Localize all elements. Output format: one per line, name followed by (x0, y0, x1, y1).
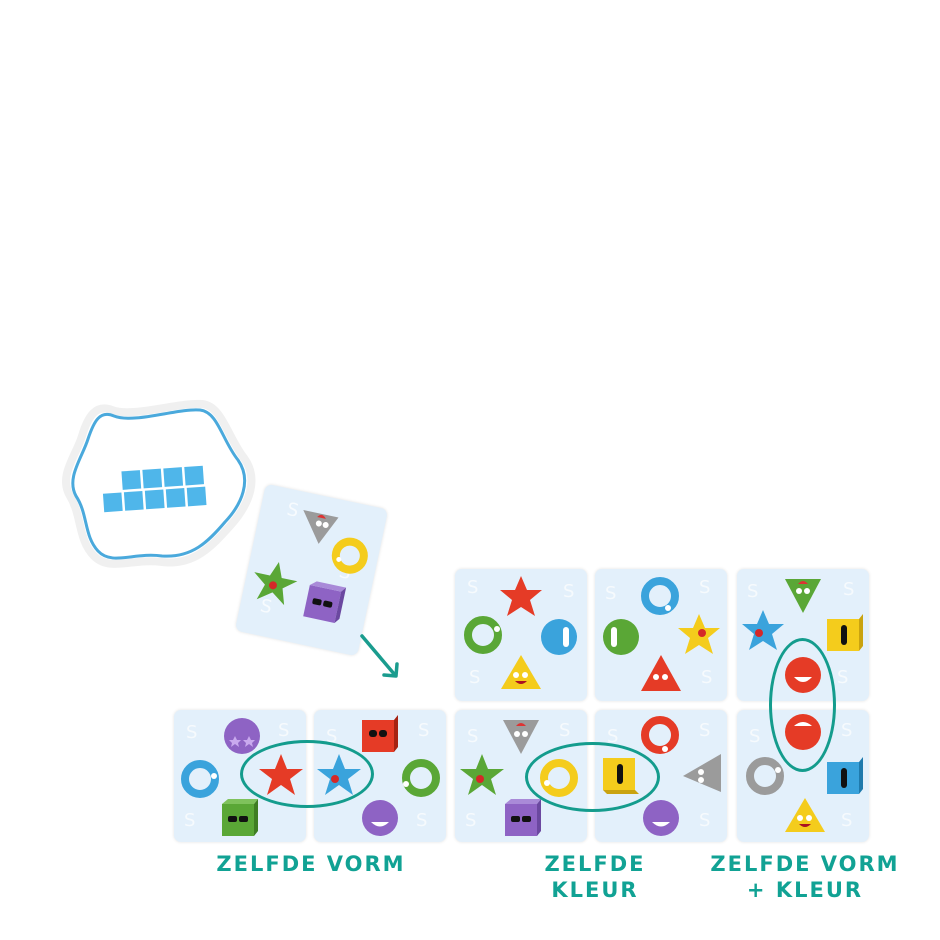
label-same-shape: ZELFDE VORM (216, 852, 406, 876)
match-oval-same-shape-color (769, 638, 836, 772)
squiggle-icon: S (699, 720, 711, 741)
card-top-4[interactable]: S S S (595, 569, 727, 701)
squiggle-icon: S (418, 720, 430, 741)
squiggle-icon: S (278, 720, 290, 741)
drawn-card[interactable]: S S S (234, 483, 389, 657)
green-ring-icon (464, 616, 502, 654)
arrow-down-right-icon (360, 634, 399, 678)
squiggle-icon: S (559, 720, 571, 741)
hexagon-token (61, 396, 258, 574)
purple-cube-icon (505, 799, 541, 836)
yellow-cone-icon (785, 798, 825, 832)
squiggle-icon: S (467, 726, 479, 747)
purple-ball-icon (224, 718, 260, 754)
squiggle-icon: S (701, 667, 713, 688)
squiggle-icon: S (184, 810, 196, 831)
squiggle-icon: S (467, 577, 479, 598)
blue-ring-icon (641, 577, 679, 615)
gray-ring-icon (746, 757, 784, 795)
purple-ball-icon (643, 800, 679, 836)
red-cone-icon (641, 655, 681, 691)
gray-cone-icon (503, 720, 539, 754)
match-oval-same-shape (240, 740, 374, 808)
squiggle-icon: S (841, 720, 853, 741)
match-oval-same-color (525, 742, 660, 812)
blue-ball-icon (541, 619, 577, 655)
squiggle-icon: S (843, 579, 855, 600)
red-star-icon (500, 576, 542, 616)
gray-cone-icon (303, 509, 339, 544)
label-same-shape-color-line1: ZELFDE VORM (710, 852, 900, 876)
yellow-cube-icon (827, 614, 863, 651)
yellow-star-icon (678, 614, 720, 654)
yellow-cone-icon (501, 655, 541, 689)
label-same-shape-color-line2: + KLEUR (746, 878, 864, 902)
green-star-icon (254, 562, 298, 606)
squiggle-icon: S (605, 583, 617, 604)
squiggle-icon: S (747, 581, 759, 602)
green-cube-icon (222, 799, 258, 836)
blue-ring-icon (181, 760, 219, 798)
hexagon-badge-icon (61, 399, 256, 568)
squiggle-icon: S (699, 577, 711, 598)
blue-cube-icon (827, 757, 863, 794)
purple-ball-icon (362, 800, 398, 836)
green-cone-icon (785, 579, 821, 613)
red-cube-icon (362, 715, 398, 752)
card-top-3[interactable]: S S S (455, 569, 587, 701)
squiggle-icon: S (749, 726, 761, 747)
squiggle-icon: S (699, 810, 711, 831)
squiggle-icon: S (284, 498, 301, 522)
squiggle-icon: S (416, 810, 428, 831)
squiggle-icon: S (841, 810, 853, 831)
squiggle-icon: S (563, 581, 575, 602)
green-ball-icon (603, 619, 639, 655)
squiggle-icon: S (607, 726, 619, 747)
red-ring-icon (641, 716, 679, 754)
purple-cube-icon (303, 581, 347, 623)
squiggle-icon: S (465, 810, 477, 831)
gray-cone-icon (683, 754, 721, 792)
green-ring-icon (402, 759, 440, 797)
squiggle-icon: S (469, 667, 481, 688)
blue-star-icon (742, 610, 784, 650)
squiggle-icon: S (186, 722, 198, 743)
green-star-icon (460, 754, 504, 795)
squiggle-icon: S (837, 667, 849, 688)
yellow-ring-icon (331, 537, 368, 574)
label-same-color: ZELFDE KLEUR (544, 852, 646, 902)
squiggle-icon: S (326, 726, 338, 747)
card-bottom-5[interactable]: S S S (737, 710, 869, 842)
